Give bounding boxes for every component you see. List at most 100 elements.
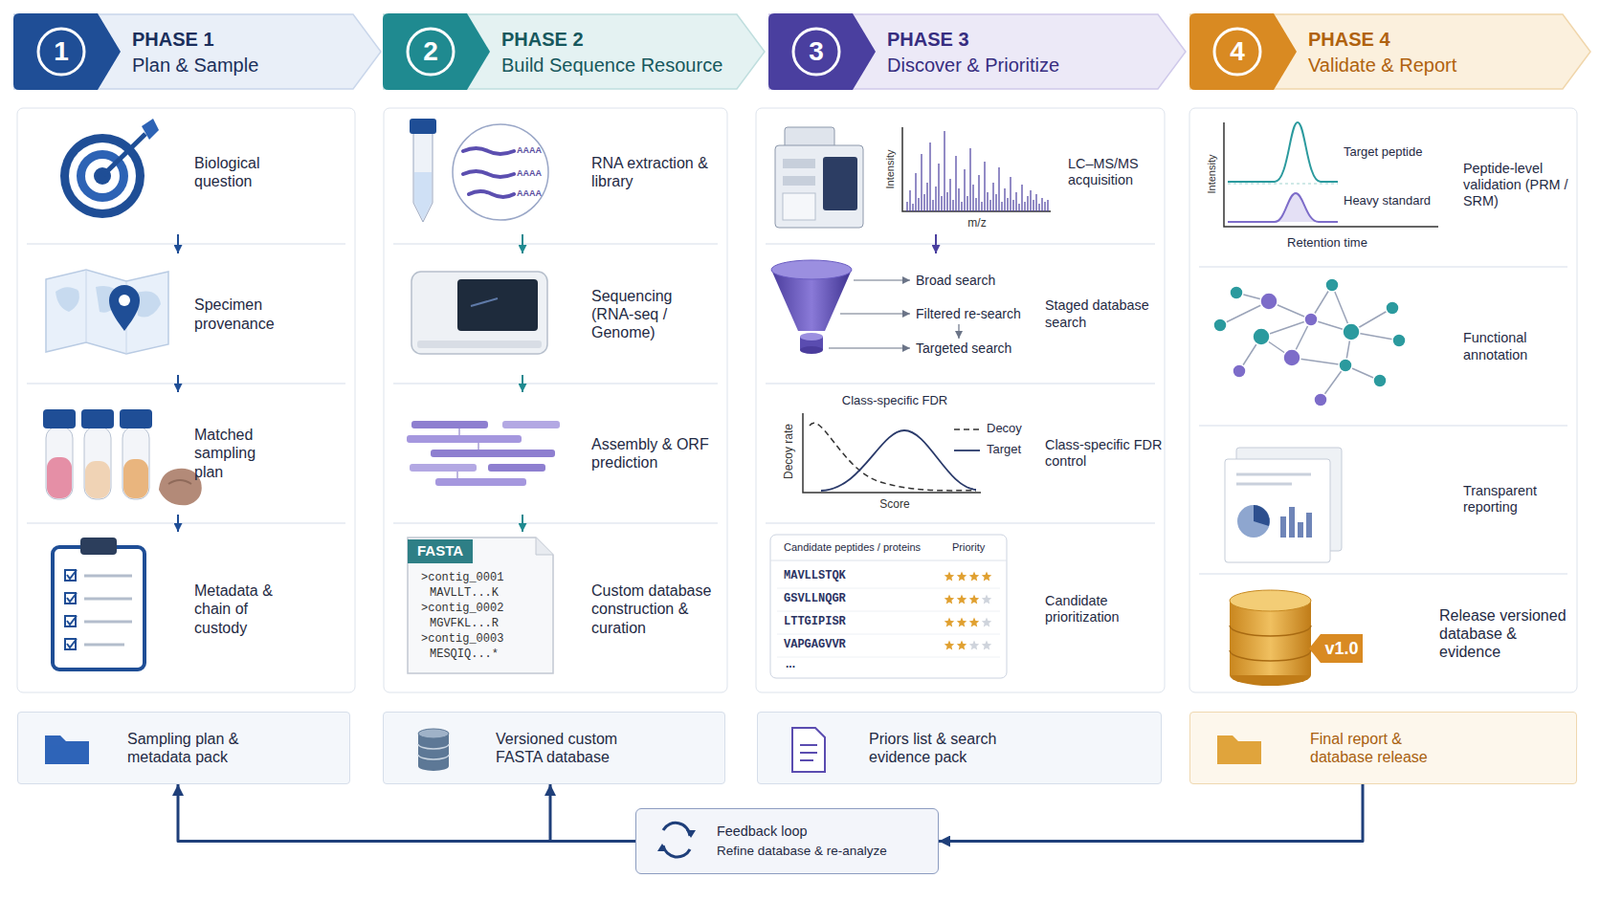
annotation-label: MESQIQ...*: [429, 648, 499, 663]
cycle-icon: [663, 845, 690, 858]
step-label: Sequencing (RNA-seq / Genome): [591, 287, 718, 343]
annotation-label: Retention time: [1287, 236, 1368, 251]
feedback-box: Feedback loopRefine database & re-analyz…: [635, 808, 939, 875]
spectrum-chart: [1046, 200, 1048, 212]
annotation-label: Target peptide: [1343, 145, 1423, 160]
network-graph: [1252, 328, 1270, 346]
clipboard-icon: [84, 621, 133, 624]
spectrum-chart: [911, 203, 913, 212]
assembly-reads: [411, 421, 489, 429]
extraction-tube: [409, 118, 437, 134]
annotation-label: >contig_0001: [421, 572, 504, 586]
row-divider: [1199, 424, 1568, 427]
row-divider: [765, 243, 1156, 245]
candidate-table: [969, 572, 979, 582]
annotation-label: >contig_0002: [421, 602, 504, 617]
sample-tubes: [119, 409, 153, 429]
chromatogram: [1227, 122, 1338, 182]
panels: [383, 108, 728, 693]
extraction-tube: [409, 118, 437, 223]
phase-chevron: [382, 13, 490, 90]
fdr-chart: [954, 428, 980, 431]
legend-label: Target: [986, 443, 1022, 458]
annotation-label: MAVLLT...K: [429, 587, 499, 601]
spectrum-chart: [949, 178, 951, 212]
sample-tubes: [43, 409, 76, 429]
magnified-mrna: [463, 148, 514, 155]
fdr-chart: [809, 422, 977, 491]
network-graph: [1392, 333, 1406, 348]
clipboard-icon: [80, 537, 117, 556]
candidate-table: [944, 595, 955, 605]
report-documents: [1237, 505, 1270, 538]
output-box: Versioned custom FASTA database: [382, 711, 726, 785]
row-divider: [393, 522, 718, 525]
candidate-table: [777, 657, 1000, 659]
candidate-table: [944, 641, 955, 651]
chromatogram: [1223, 122, 1439, 227]
annotation-label: Intensity: [1205, 155, 1219, 195]
mass-spectrometer: [782, 158, 816, 169]
annotation-label: VAPGAGVVR: [783, 639, 846, 653]
spectrum-chart: [952, 200, 954, 212]
step-label: Functional annotation: [1463, 330, 1577, 364]
phase-label: PHASE 2: [501, 27, 723, 51]
annotation-label: >contig_0003: [421, 633, 504, 647]
sample-tubes: [81, 409, 114, 429]
clipboard-icon: [66, 570, 77, 648]
spectrum-chart: [917, 198, 919, 212]
step-row: Assembly & ORF prediction: [383, 392, 728, 515]
annotation-label: ...: [785, 658, 796, 672]
output-label: Sampling plan & metadata pack: [127, 730, 247, 767]
target-icon: [103, 133, 146, 176]
candidate-table: [981, 618, 992, 628]
spectrum-chart: [983, 161, 985, 212]
annotation-label: GSVLLNQGR: [783, 593, 846, 607]
phase-chevron: [1189, 13, 1297, 90]
fdr-chart: [954, 449, 980, 452]
candidate-table: [770, 534, 1007, 679]
candidate-table: [770, 534, 1007, 679]
spectrum-chart: [986, 192, 988, 212]
spectrum-chart: [969, 148, 971, 212]
spectrum-chart: [902, 127, 1051, 212]
annotation-label: m/z: [967, 217, 986, 231]
phase-number: 4: [1189, 35, 1286, 68]
step-label: RNA extraction & library: [591, 154, 718, 191]
row-divider: [26, 382, 346, 385]
clipboard-icon: [65, 570, 77, 650]
network-graph: [1325, 278, 1339, 292]
search-funnel: [957, 324, 959, 339]
connector-arrow: [938, 784, 1363, 843]
sample-tubes: [168, 480, 192, 485]
chromatogram: [1223, 122, 1439, 227]
step-label: Matched sampling plan: [194, 425, 283, 482]
spectrum-chart: [909, 190, 911, 212]
spectrum-chart: [957, 188, 959, 212]
phase-header: 3PHASE 3Discover & Prioritize: [768, 13, 1187, 90]
step-label: Staged database search: [1044, 297, 1165, 332]
phase-title: Discover & Prioritize: [887, 53, 1060, 77]
spectrum-chart: [946, 192, 948, 212]
fasta-document: [407, 537, 554, 674]
step-row: Class-specific FDR control: [755, 392, 1165, 515]
sample-tubes: [122, 426, 150, 500]
output-icon: [792, 728, 825, 773]
output-icon: [1190, 712, 1287, 784]
phase-chevron: [13, 14, 381, 89]
annotation-label: Score: [879, 498, 910, 512]
annotation-label: v1.0: [1324, 639, 1358, 660]
annotation-label: Heavy standard: [1343, 194, 1431, 209]
output-label: Final report & database release: [1310, 730, 1454, 767]
map-icon: [55, 287, 80, 312]
sample-tubes: [84, 426, 112, 500]
spectrum-chart: [1018, 203, 1020, 212]
phase-number: 2: [382, 35, 479, 68]
annotation-label: FASTA: [417, 542, 464, 559]
search-funnel: [828, 347, 911, 349]
panels: [755, 108, 1165, 693]
sample-tubes: [46, 457, 72, 499]
chromatogram: [1227, 183, 1338, 185]
network-graph: [1213, 318, 1227, 333]
cycle-icon: [657, 844, 667, 852]
